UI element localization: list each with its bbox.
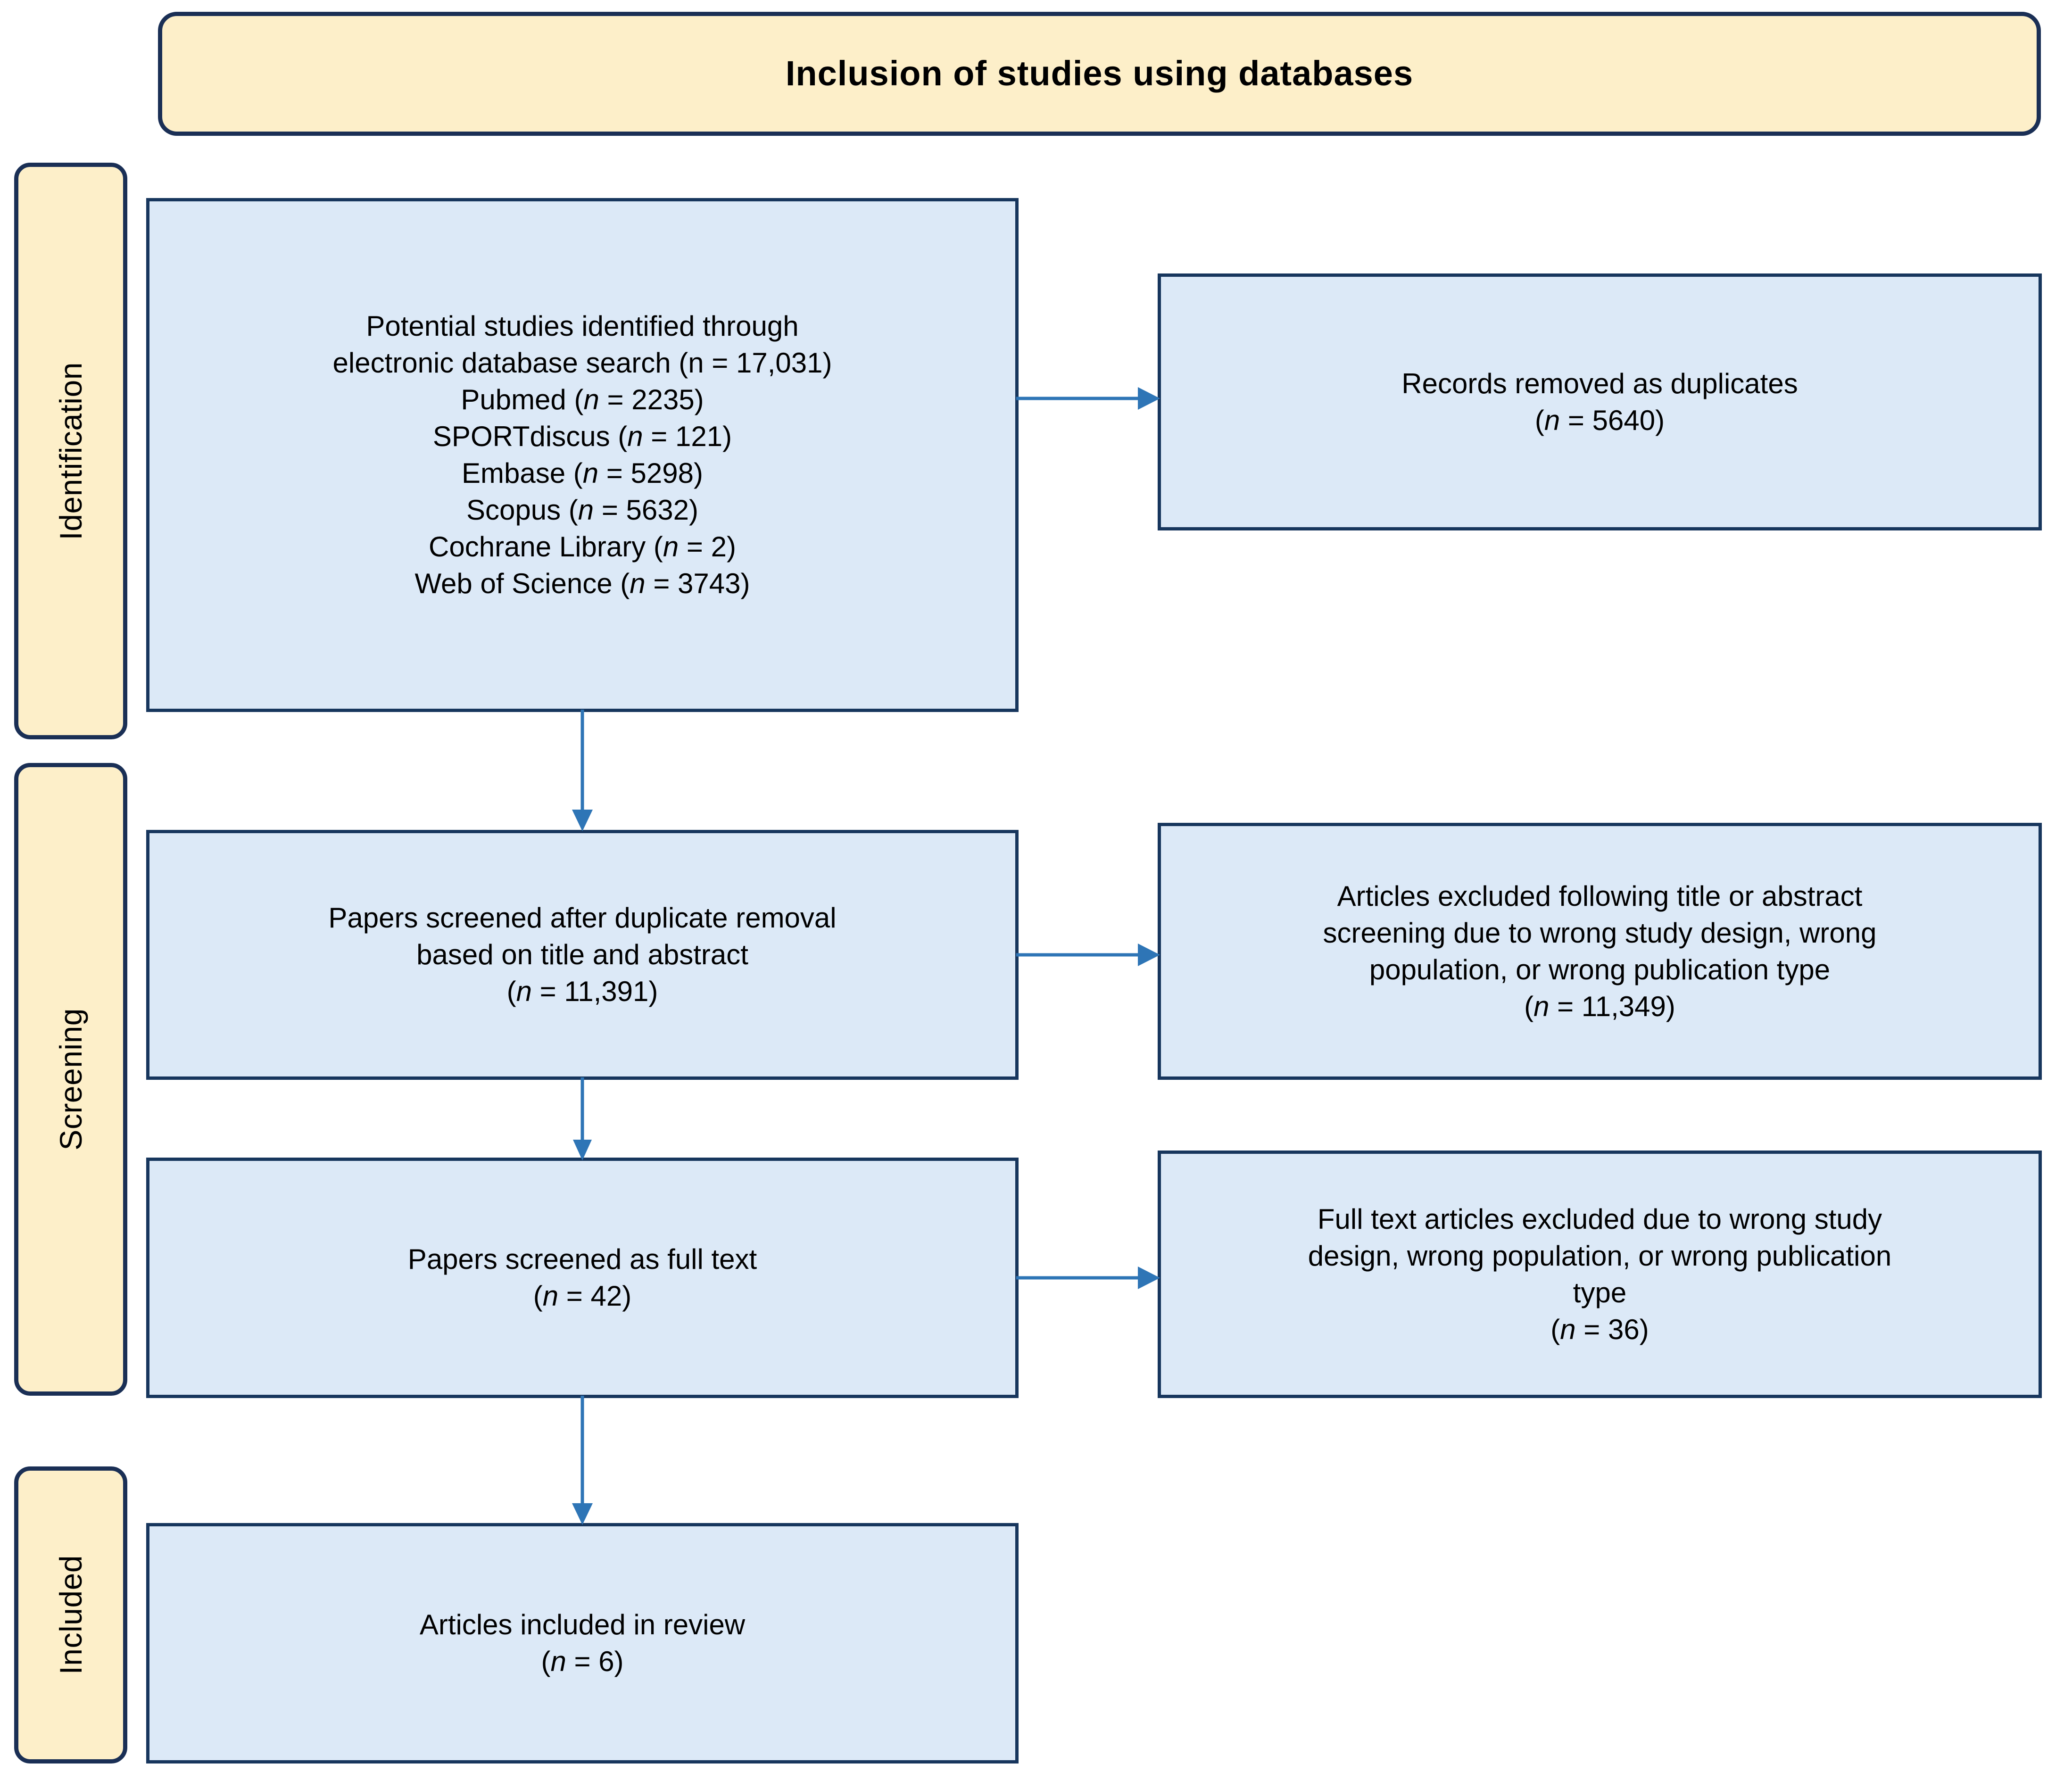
arrow-full-text-to-excluded-full-text [1016,1264,1162,1292]
arrow-identified-to-screened [568,710,597,833]
phase-label-screening: Screening [53,1008,88,1151]
arrow-screened-to-full-text [568,1077,597,1162]
node-articles-excluded-title-abstract: Articles excluded following title or abs… [1158,823,2042,1080]
node-text-line: (n = 6) [541,1646,624,1677]
phase-label-identification: Identification [53,362,88,540]
sample-size-symbol: n [582,457,599,489]
phase-band-included: Included [14,1466,127,1763]
node-text-line: (n = 5640) [1534,404,1665,436]
node-articles-included-review: Articles included in review (n = 6) [146,1523,1019,1763]
sample-size-symbol: n [583,384,599,415]
sample-size-symbol: n [542,1280,559,1312]
sample-size-symbol: n [663,531,679,563]
page-title: Inclusion of studies using databases [785,54,1414,93]
sample-size-symbol: n [578,494,594,526]
sample-size-symbol: n [1533,990,1550,1022]
sample-size-symbol: n [1560,1313,1576,1345]
node-records-removed-duplicates: Records removed as duplicates (n = 5640) [1158,273,2042,530]
node-text-line: Articles excluded following title or abs… [1337,880,1863,912]
node-text-line: screening due to wrong study design, wro… [1323,917,1877,949]
node-text-line: Articles included in review [419,1609,746,1640]
node-text-line: SPORTdiscus (n = 121) [432,421,732,452]
node-articles-excluded-full-text-text: Full text articles excluded due to wrong… [1175,1201,2024,1348]
phase-band-screening: Screening [14,763,127,1396]
diagram-title-banner: Inclusion of studies using databases [158,12,2041,136]
node-text-line: Pubmed (n = 2235) [461,384,704,415]
node-papers-screened-full-text: Papers screened as full text (n = 42) [146,1158,1019,1398]
node-text-line: Papers screened after duplicate removal [328,902,837,934]
node-records-removed-duplicates-text: Records removed as duplicates (n = 5640) [1175,365,2024,439]
node-text-line: (n = 42) [533,1280,632,1312]
node-papers-screened-full-text-text: Papers screened as full text (n = 42) [164,1241,1001,1315]
node-articles-included-review-text: Articles included in review (n = 6) [164,1606,1001,1680]
node-studies-identified-text: Potential studies identified through elec… [164,308,1001,602]
node-text-line: Scopus (n = 5632) [466,494,698,526]
node-text-line: Web of Science (n = 3743) [414,568,750,599]
sample-size-symbol: n [516,976,532,1007]
node-text-line: Records removed as duplicates [1401,367,1798,399]
sample-size-symbol: n [1544,404,1560,436]
arrow-screened-to-excluded-title-abstract [1016,941,1162,969]
node-text-line: (n = 36) [1550,1313,1649,1345]
node-text-line: type [1573,1276,1627,1308]
node-papers-screened-title-abstract-text: Papers screened after duplicate removal b… [164,900,1001,1010]
node-text-line: (n = 11,391) [506,976,658,1007]
node-articles-excluded-full-text: Full text articles excluded due to wrong… [1158,1151,2042,1398]
phase-label-included: Included [53,1555,88,1675]
node-text-line: Papers screened as full text [407,1243,757,1275]
node-articles-excluded-title-abstract-text: Articles excluded following title or abs… [1175,878,2024,1025]
phase-band-identification: Identification [14,163,127,739]
node-text-line: Full text articles excluded due to wrong… [1317,1203,1882,1235]
node-text-line: based on title and abstract [416,939,748,970]
sample-size-symbol: n [630,568,646,599]
arrow-identified-to-duplicates [1016,384,1162,413]
node-text-line: Cochrane Library (n = 2) [429,531,736,563]
sample-size-symbol: n [627,421,643,452]
node-text-line: Potential studies identified through [366,310,799,342]
node-studies-identified: Potential studies identified through elec… [146,198,1019,712]
node-text-line: design, wrong population, or wrong publi… [1308,1240,1892,1272]
node-text-line: (n = 11,349) [1524,990,1675,1022]
node-papers-screened-title-abstract: Papers screened after duplicate removal b… [146,830,1019,1080]
node-text-line: population, or wrong publication type [1369,953,1831,985]
arrow-full-text-to-included [568,1396,597,1527]
node-text-line: electronic database search (n = 17,031) [332,347,832,379]
sample-size-symbol: n [550,1646,566,1677]
node-text-line: Embase (n = 5298) [462,457,703,489]
